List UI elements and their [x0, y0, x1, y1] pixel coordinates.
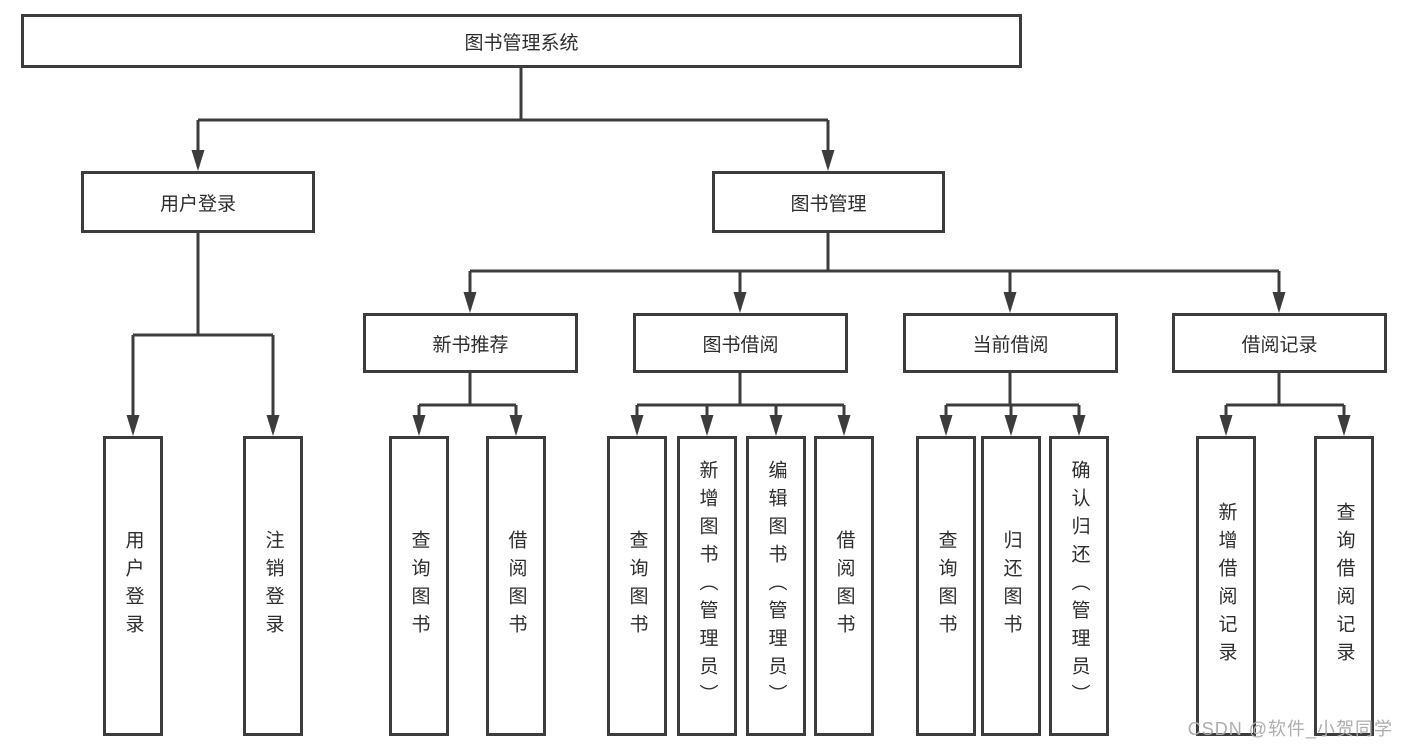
- node-label: 图书借阅: [702, 334, 779, 356]
- csdn-watermark: CSDN @软件_小贺同学: [1187, 719, 1393, 739]
- leaf-query-books-3: 查询图书: [916, 436, 976, 736]
- node-root-system: 图书管理系统: [21, 14, 1022, 68]
- leaf-borrow-books-1: 借阅图书: [486, 436, 546, 736]
- node-label: 新书推荐: [432, 334, 509, 356]
- leaf-edit-books-admin: 编辑图书（管理员）: [746, 436, 806, 736]
- leaf-user-login: 用户登录: [103, 436, 163, 736]
- leaf-logout: 注销登录: [243, 436, 303, 736]
- connector-current-borrow-to-leaves: [939, 373, 1086, 436]
- leaf-query-books-1: 查询图书: [389, 436, 449, 736]
- node-label: 新增借阅记录: [1215, 502, 1237, 670]
- node-borrowing-records: 借阅记录: [1172, 313, 1387, 373]
- node-label: 查询借阅记录: [1333, 502, 1355, 670]
- node-label: 用户登录: [122, 530, 144, 642]
- node-user-login: 用户登录: [81, 171, 315, 233]
- connector-book-mgmt-to-level3: [463, 233, 1286, 313]
- leaf-borrow-books-2: 借阅图书: [814, 436, 874, 736]
- node-book-borrowing: 图书借阅: [633, 313, 848, 373]
- node-label: 用户登录: [159, 193, 236, 215]
- node-label: 归还图书: [1000, 530, 1022, 642]
- node-label: 借阅图书: [505, 530, 527, 642]
- leaf-add-borrow-record: 新增借阅记录: [1196, 436, 1256, 736]
- node-label: 新增图书（管理员）: [696, 460, 718, 712]
- node-label: 借阅图书: [833, 530, 855, 642]
- node-label: 查询图书: [935, 530, 957, 642]
- node-label: 借阅记录: [1241, 334, 1318, 356]
- node-label: 图书管理系统: [464, 32, 579, 54]
- leaf-query-books-2: 查询图书: [607, 436, 667, 736]
- node-label: 确认归还（管理员）: [1068, 460, 1090, 712]
- connector-borrow-records-to-leaves: [1219, 373, 1351, 436]
- node-book-management: 图书管理: [712, 171, 945, 233]
- node-current-borrowing: 当前借阅: [903, 313, 1118, 373]
- node-label: 当前借阅: [972, 334, 1049, 356]
- node-label: 查询图书: [408, 530, 430, 642]
- connector-new-books-to-leaves: [412, 373, 523, 436]
- node-label: 编辑图书（管理员）: [765, 460, 787, 712]
- leaf-return-books: 归还图书: [981, 436, 1041, 736]
- connector-book-borrow-to-leaves: [630, 373, 851, 436]
- node-label: 图书管理: [790, 193, 867, 215]
- node-label: 查询图书: [626, 530, 648, 642]
- leaf-add-books-admin: 新增图书（管理员）: [677, 436, 737, 736]
- node-label: 注销登录: [262, 530, 284, 642]
- node-new-book-recommend: 新书推荐: [363, 313, 578, 373]
- leaf-query-borrow-record: 查询借阅记录: [1314, 436, 1374, 736]
- leaf-confirm-return-admin: 确认归还（管理员）: [1049, 436, 1109, 736]
- connector-root-to-level2: [191, 68, 835, 171]
- connector-user-login-to-leaves: [126, 233, 280, 436]
